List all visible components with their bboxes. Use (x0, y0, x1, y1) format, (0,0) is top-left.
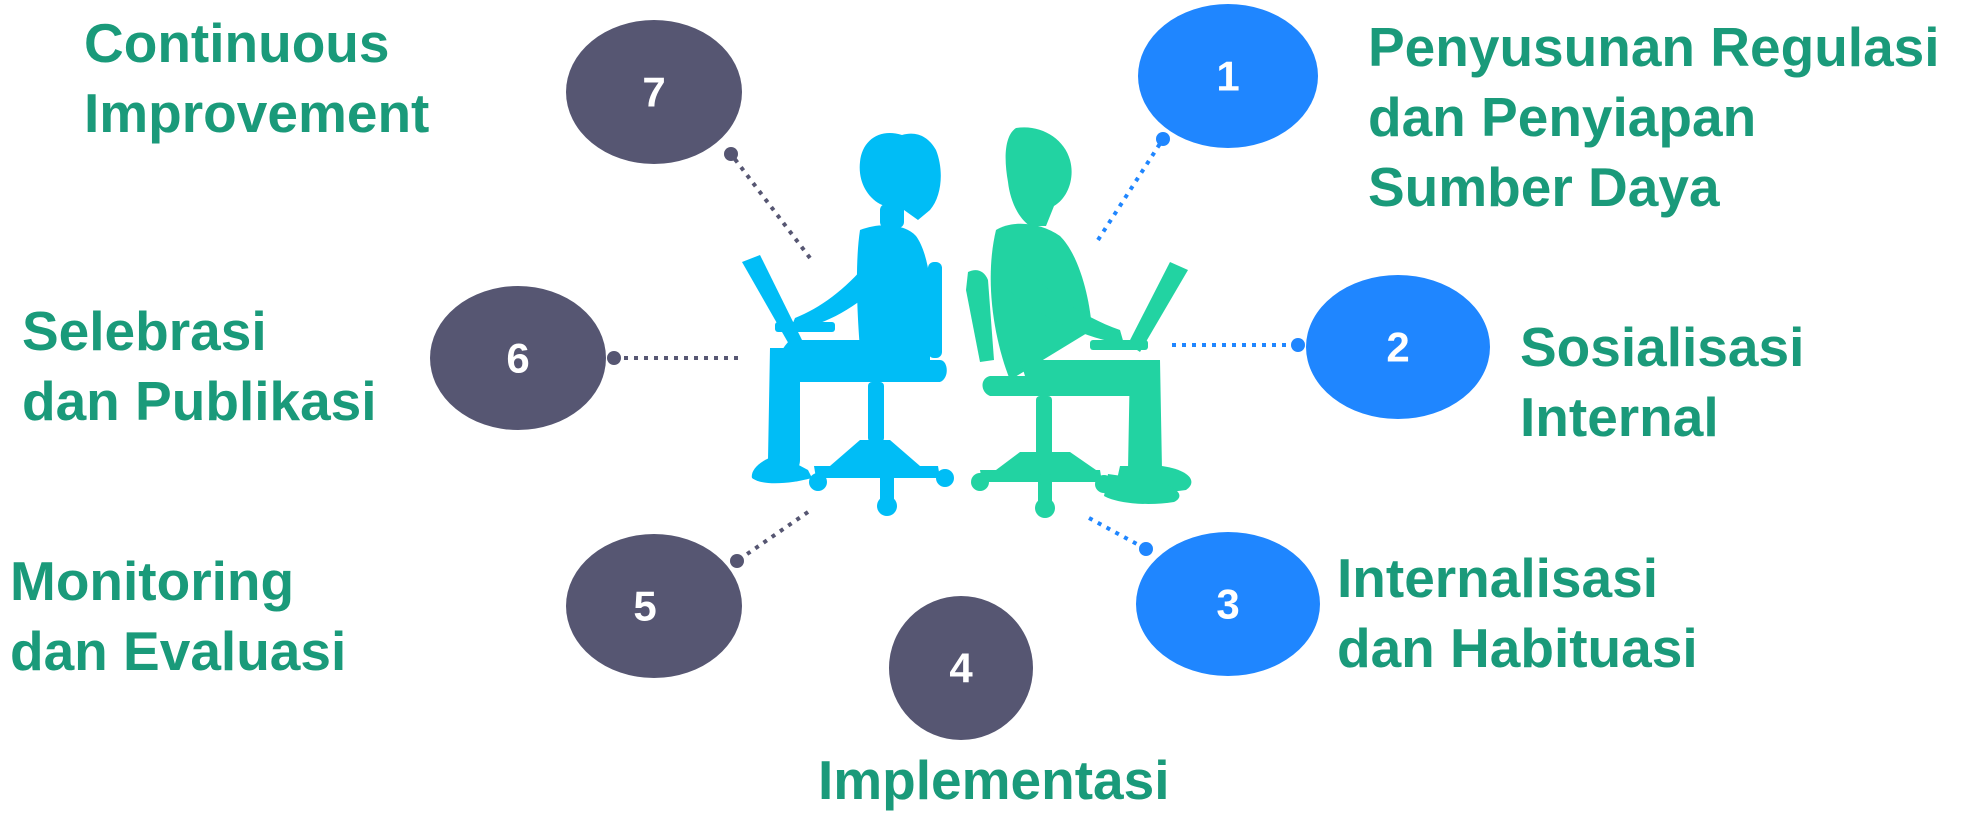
step-label-3: Internalisasi dan Habituasi (1337, 543, 1698, 683)
step-label-1-line-1: Penyusunan Regulasi (1368, 16, 1940, 78)
step-number-5: 5 (633, 583, 656, 630)
step-number-7: 7 (642, 69, 665, 116)
step-label-5-line-2: dan Evaluasi (10, 620, 347, 682)
connector-1 (1096, 132, 1170, 242)
step-node-5: 5 (566, 534, 742, 678)
step-label-1-line-3: Sumber Daya (1368, 156, 1720, 218)
connector-7 (724, 147, 812, 260)
step-label-3-line-2: dan Habituasi (1337, 617, 1698, 679)
step-node-6: 6 (430, 286, 606, 430)
step-node-2: 2 (1306, 275, 1490, 419)
step-label-1-line-2: dan Penyiapan (1368, 86, 1757, 148)
step-number-6: 6 (506, 335, 529, 382)
connector-6 (607, 351, 738, 365)
step-label-2-line-2: Internal (1520, 386, 1719, 448)
step-label-5-line-1: Monitoring (10, 550, 295, 612)
step-label-6-line-2: dan Publikasi (22, 370, 377, 432)
step-label-2: Sosialisasi Internal (1520, 312, 1804, 452)
step-number-1: 1 (1216, 53, 1239, 100)
connector-3 (1088, 516, 1153, 556)
step-label-3-line-1: Internalisasi (1337, 547, 1658, 609)
step-label-5: Monitoring dan Evaluasi (10, 546, 346, 686)
step-label-4: Implementasi (818, 745, 1170, 815)
step-label-7-line-2: Improvement (84, 82, 430, 144)
connector-2 (1172, 338, 1305, 352)
step-label-2-line-1: Sosialisasi (1520, 316, 1805, 378)
step-label-6-line-1: Selebrasi (22, 300, 267, 362)
step-number-2: 2 (1386, 324, 1409, 371)
step-label-6: Selebrasi dan Publikasi (22, 296, 377, 436)
step-label-4-line-1: Implementasi (818, 749, 1170, 811)
step-node-3: 3 (1136, 532, 1320, 676)
step-label-7-line-1: Continuous (84, 12, 390, 74)
step-number-4: 4 (949, 645, 973, 692)
step-label-1: Penyusunan Regulasi dan Penyiapan Sumber… (1368, 12, 1940, 222)
step-number-3: 3 (1216, 581, 1239, 628)
step-node-7: 7 (566, 20, 742, 164)
step-node-4: 4 (889, 596, 1033, 740)
step-label-7: Continuous Improvement (84, 8, 429, 148)
step-node-1: 1 (1138, 4, 1318, 148)
connector-5 (730, 510, 810, 568)
two-people-working-on-laptops-back-to-back-icon (742, 127, 1192, 518)
